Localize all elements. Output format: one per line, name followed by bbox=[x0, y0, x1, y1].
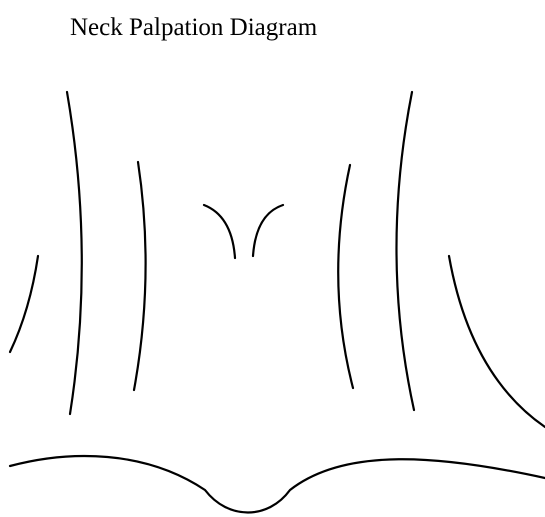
clavicle-line bbox=[10, 456, 545, 512]
left-inner-neck-line bbox=[134, 162, 146, 390]
left-outer-neck-line bbox=[67, 92, 82, 414]
right-shoulder-contour bbox=[449, 256, 545, 427]
left-shoulder-contour bbox=[10, 256, 38, 352]
thyroid-notch-right bbox=[253, 205, 283, 256]
thyroid-notch-left bbox=[204, 205, 235, 258]
right-outer-neck-line bbox=[396, 92, 414, 410]
right-inner-neck-line bbox=[338, 165, 353, 388]
